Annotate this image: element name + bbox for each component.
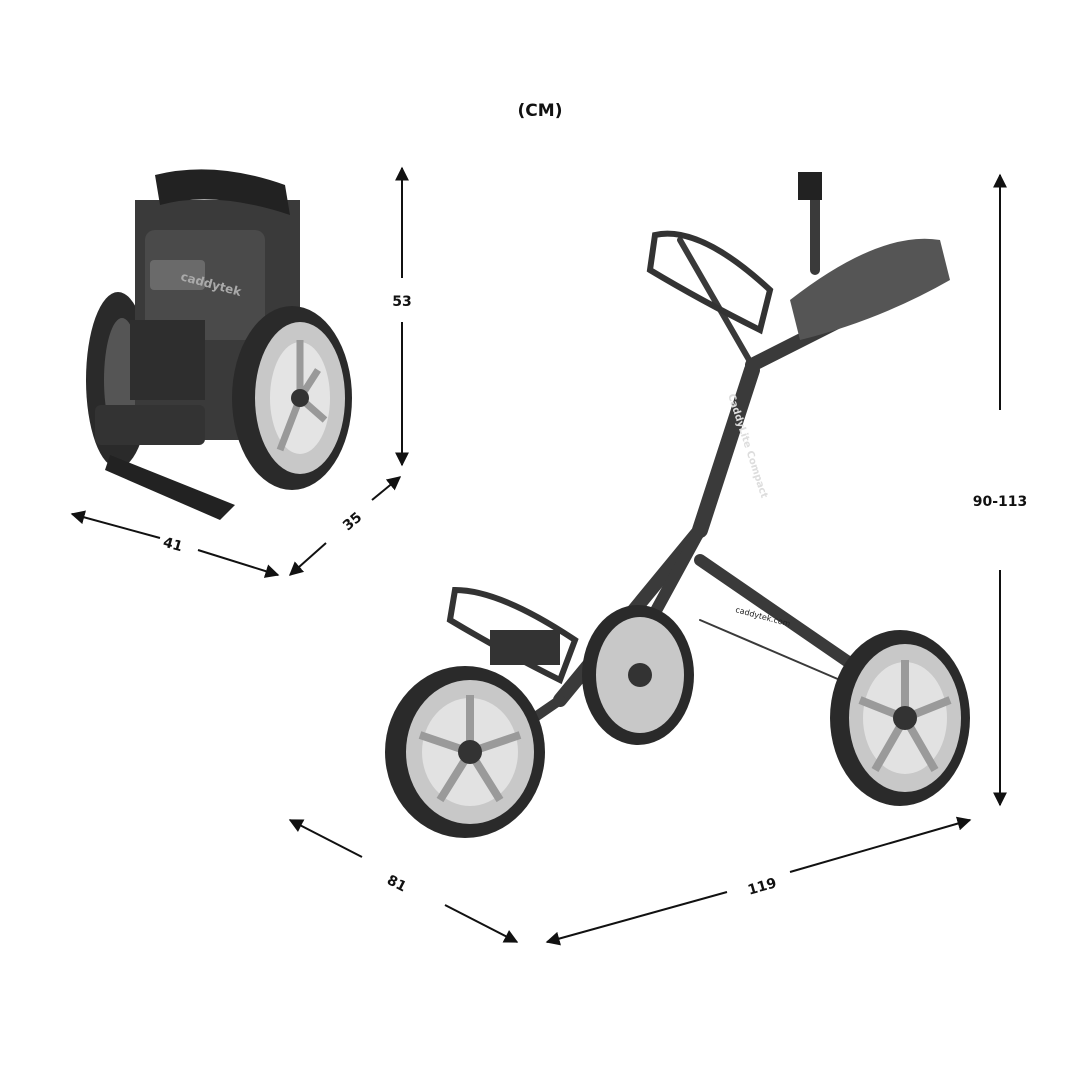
open-cart-illustration: CaddyLite Compact caddytek.com <box>385 172 970 838</box>
open-length-arrow-right <box>789 816 972 873</box>
folded-width-label: 41 <box>161 535 184 556</box>
folded-depth-arrow-left <box>288 542 327 576</box>
open-length-label: 119 <box>746 875 779 898</box>
open-depth-arrow-left <box>288 819 363 858</box>
folded-height-label: 53 <box>392 294 411 310</box>
folded-width-arrow-left <box>70 510 161 539</box>
open-length-arrow-left <box>545 891 728 946</box>
open-height-label: 90-113 <box>973 494 1028 510</box>
folded-depth-arrow-right <box>371 476 402 501</box>
folded-width-arrow-right <box>197 549 280 578</box>
unit-label: (CM) <box>518 101 563 121</box>
folded-cart-illustration: caddytek <box>86 169 352 520</box>
folded-depth-label: 35 <box>340 509 365 534</box>
open-depth-arrow-right <box>444 904 519 943</box>
open-depth-label: 81 <box>384 872 409 895</box>
